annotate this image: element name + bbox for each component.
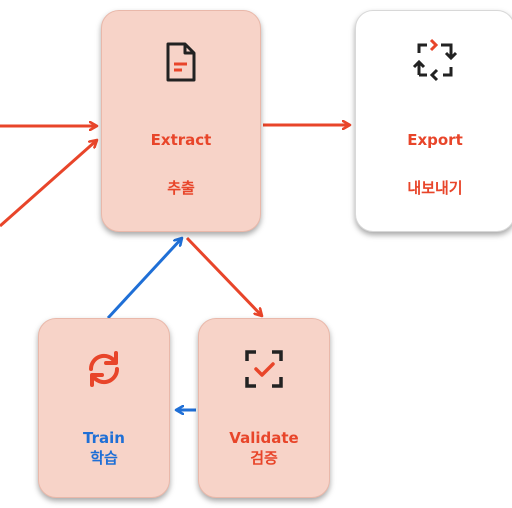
validate-node[interactable]: Validate 검증 [198, 318, 330, 498]
export-node[interactable]: Export 내보내기 [355, 10, 512, 232]
extract-subtitle: 추출 [167, 179, 195, 197]
check-frame-icon [242, 347, 286, 395]
refresh-icon [82, 347, 126, 395]
validate-title: Validate [229, 429, 299, 447]
arrow-train-to-extract [106, 238, 182, 320]
export-cycle-icon [411, 37, 459, 87]
arrow-extract-to-validate [185, 236, 262, 316]
document-icon [165, 41, 197, 87]
export-title: Export [407, 131, 463, 149]
train-title: Train [83, 429, 125, 447]
train-subtitle: 학습 [90, 449, 118, 467]
extract-title: Extract [150, 131, 212, 149]
export-subtitle: 내보내기 [407, 179, 463, 197]
arrow-input-diagonal [0, 140, 97, 228]
validate-subtitle: 검증 [250, 449, 278, 467]
train-node[interactable]: Train 학습 [38, 318, 170, 498]
extract-node[interactable]: Extract 추출 [101, 10, 261, 232]
